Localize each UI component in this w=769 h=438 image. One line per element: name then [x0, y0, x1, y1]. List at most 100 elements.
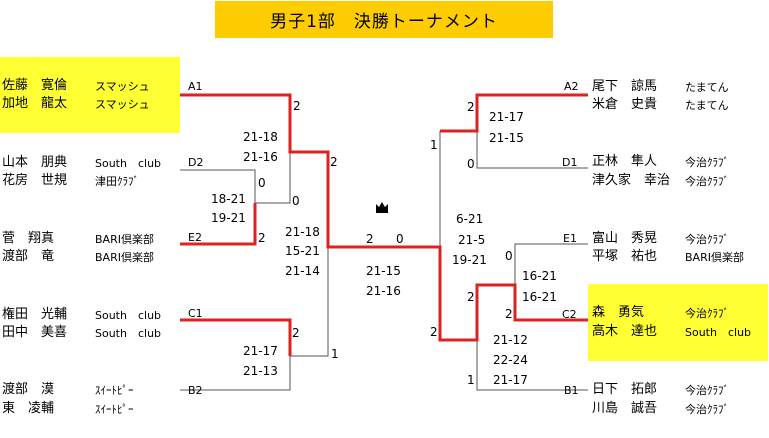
club-c1-1: South club: [95, 309, 162, 322]
player-e2-1: 菅 翔真: [2, 231, 55, 246]
player-a2-2: 米倉 史貴: [592, 97, 658, 112]
result-semil-top: 2: [330, 155, 338, 169]
score-semir-3: 19-21: [452, 253, 487, 267]
result-w6: 2: [467, 290, 475, 304]
score-semil-2: 15-21: [285, 244, 320, 258]
player-e2-2: 渡部 竜: [2, 249, 55, 264]
club-d1-2: 今治ｸﾗﾌﾞ: [685, 175, 729, 188]
score-semir-2: 21-5: [458, 233, 486, 247]
result-c1: 2: [292, 326, 300, 340]
score-semil-3: 21-14: [285, 264, 320, 278]
player-a1-1: 佐藤 寛倫: [2, 78, 68, 93]
score-d2e2-1: 18-21: [211, 192, 246, 206]
player-a1-2: 加地 龍太: [2, 96, 68, 111]
player-d1-2: 津久家 幸治: [592, 173, 671, 188]
player-b2-2: 東 凌輔: [2, 401, 55, 416]
player-b1-2: 川島 誠吾: [592, 401, 658, 416]
winner-highlight-left: [0, 57, 180, 133]
score-final-1: 21-15: [366, 264, 401, 278]
club-b2-1: ｽｲｰﾄﾋﾟｰ: [95, 384, 134, 397]
score-c1b2-2: 21-13: [243, 364, 278, 378]
line-e1: [514, 243, 588, 285]
result-w1: 0: [292, 194, 300, 208]
page-title: 男子1部 決勝トーナメント: [215, 1, 553, 38]
player-c2-1: 森 勇気: [592, 305, 645, 320]
score-a2d1-2: 21-15: [489, 131, 524, 145]
club-a2-1: たまてん: [685, 81, 729, 94]
line-a2-win: [440, 93, 588, 133]
club-a2-2: たまてん: [685, 99, 729, 112]
line-w1: [255, 152, 291, 204]
score-e1c2-2: 16-21: [522, 290, 557, 304]
result-final-left: 2: [366, 232, 374, 246]
club-d2-1: South club: [95, 157, 162, 170]
result-final-right: 0: [396, 232, 404, 246]
player-c1-2: 田中 美喜: [2, 325, 68, 340]
line-c1-win: [180, 318, 292, 356]
seed-a1: A1: [188, 80, 203, 93]
score-w6b1-2: 22-24: [493, 353, 528, 367]
score-w6b1-3: 21-17: [493, 373, 528, 387]
line-c2-win: [380, 245, 588, 342]
score-semil-1: 21-18: [285, 225, 320, 239]
score-semir-1: 6-21: [456, 212, 484, 226]
result-semir-top: 1: [430, 138, 438, 152]
result-semir-bottom: 2: [430, 325, 438, 339]
score-c1b2-1: 21-17: [243, 344, 278, 358]
player-e1-2: 平塚 祐也: [592, 249, 658, 264]
club-b1-1: 今治ｸﾗﾌﾞ: [685, 384, 729, 397]
seed-d1: D1: [562, 156, 578, 169]
seed-b1: B1: [564, 384, 579, 397]
line-a1-win: [180, 93, 380, 249]
club-e1-2: BARI倶楽部: [685, 251, 744, 264]
club-d2-2: 津田ｸﾗﾌﾞ: [95, 175, 139, 188]
club-a1-2: スマッシュ: [95, 98, 150, 111]
score-e1c2-1: 16-21: [522, 269, 557, 283]
seed-b2: B2: [188, 384, 203, 397]
player-d2-1: 山本 朋典: [2, 155, 68, 170]
seed-a2: A2: [564, 80, 579, 93]
score-d2e2-2: 19-21: [211, 211, 246, 225]
line-e2-win: [180, 203, 257, 246]
club-c2-2: South club: [685, 326, 752, 339]
score-w6b1-1: 21-12: [493, 333, 528, 347]
seed-d2: D2: [188, 156, 204, 169]
result-e2: 2: [258, 231, 266, 245]
seed-e2: E2: [188, 231, 202, 244]
club-e2-2: BARI倶楽部: [95, 251, 154, 264]
winner-highlight-right: [588, 284, 768, 361]
result-a1: 2: [293, 99, 301, 113]
result-e1: 0: [505, 249, 513, 263]
club-b1-2: 今治ｸﾗﾌﾞ: [685, 403, 729, 416]
player-a2-1: 尾下 諒馬: [592, 79, 658, 94]
club-e1-1: 今治ｸﾗﾌﾞ: [685, 233, 729, 246]
club-e2-1: BARI倶楽部: [95, 233, 154, 246]
player-e1-1: 富山 秀晃: [592, 231, 658, 246]
player-c1-1: 権田 光輔: [2, 307, 68, 322]
result-b2: 1: [331, 347, 339, 361]
club-b2-2: ｽｲｰﾄﾋﾟｰ: [95, 403, 134, 416]
club-c2-1: 今治ｸﾗﾌﾞ: [685, 307, 729, 320]
club-c1-2: South club: [95, 327, 162, 340]
score-final-2: 21-16: [366, 284, 401, 298]
club-a1-1: スマッシュ: [95, 80, 150, 93]
seed-c1: C1: [188, 307, 203, 320]
player-c2-2: 高木 達也: [592, 324, 658, 339]
player-d2-2: 花房 世規: [2, 173, 68, 188]
result-a2: 2: [467, 100, 475, 114]
result-d2: 0: [258, 176, 266, 190]
player-d1-1: 正林 隼人: [592, 154, 658, 169]
player-b1-1: 日下 拓郎: [592, 382, 658, 397]
result-b1: 1: [467, 373, 475, 387]
crown-icon: [376, 202, 388, 213]
club-d1-1: 今治ｸﾗﾌﾞ: [685, 156, 729, 169]
seed-c2: C2: [562, 308, 577, 321]
score-a1w1-2: 21-16: [243, 150, 278, 164]
seed-e1: E1: [563, 232, 577, 245]
score-a1w1-1: 21-18: [243, 130, 278, 144]
line-d2: [180, 169, 256, 203]
result-c2: 2: [505, 307, 513, 321]
score-a2d1-1: 21-17: [489, 110, 524, 124]
